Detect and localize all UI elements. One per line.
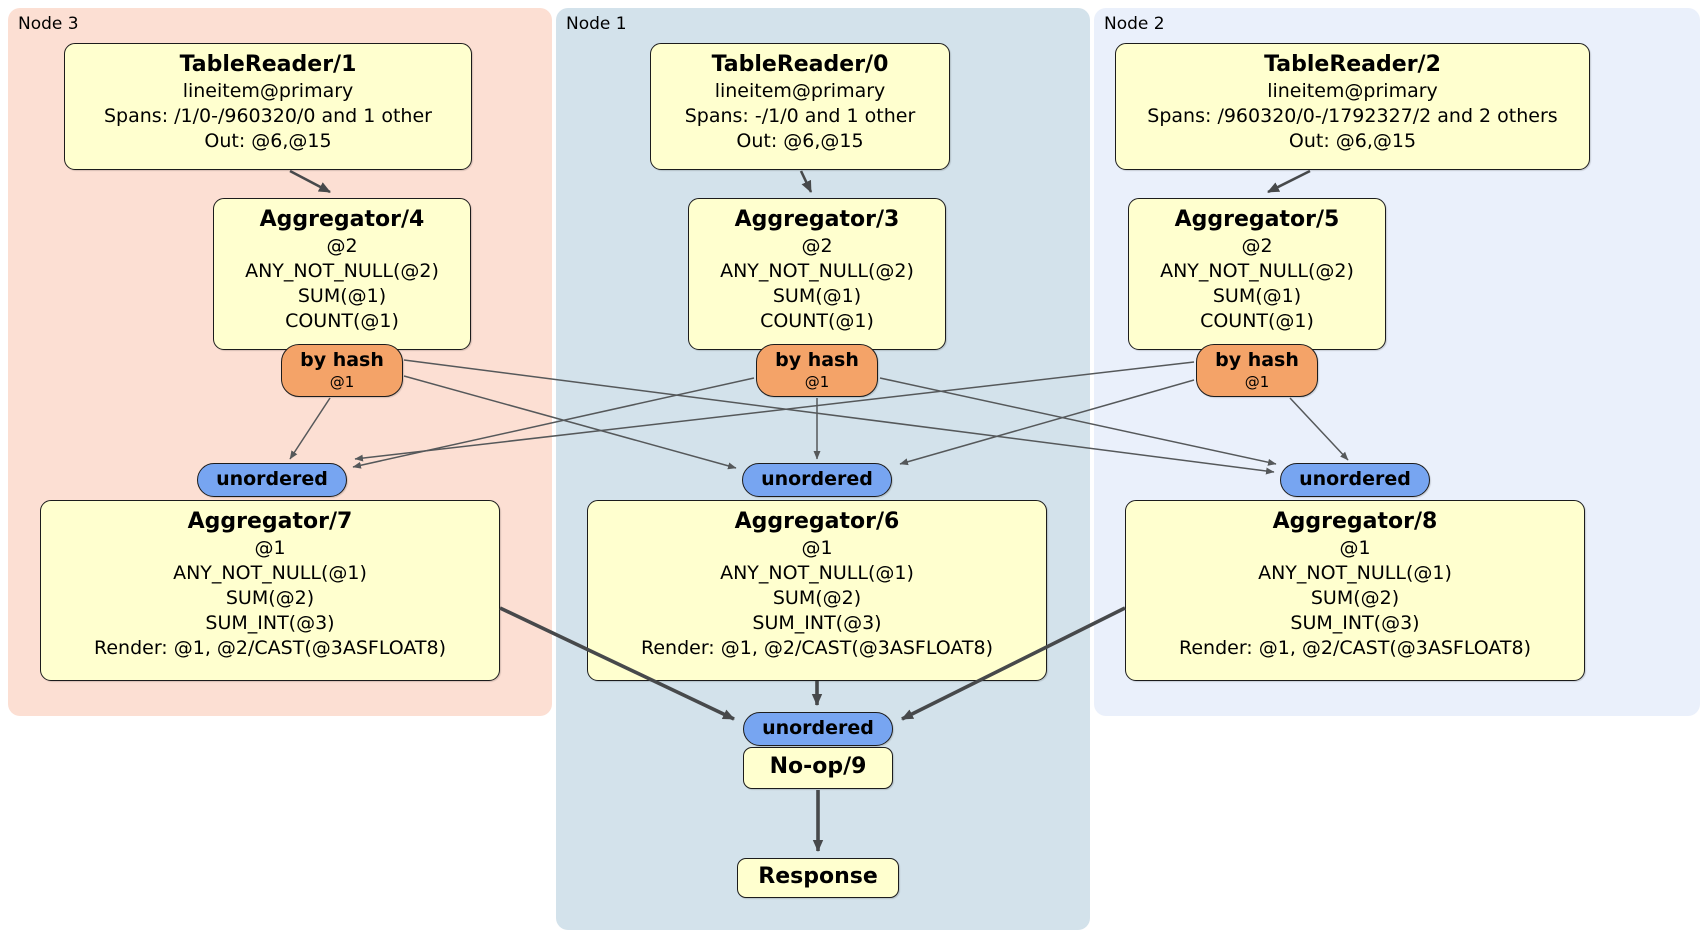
aggregator-6-fn3: SUM_INT(@3) [752,612,882,634]
aggregator-7-render: Render: @1, @2/CAST(@3ASFLOAT8) [94,637,446,659]
tablereader-0-box: TableReader/0 lineitem@primary Spans: -/… [650,43,950,170]
aggregator-8-fn3: SUM_INT(@3) [1290,612,1420,634]
tablereader-2-title: TableReader/2 [1264,52,1441,77]
aggregator-3-fn2: SUM(@1) [772,285,862,307]
aggregator-8-group: @1 [1339,537,1371,559]
aggregator-7-title: Aggregator/7 [187,509,353,534]
tablereader-0-spans: Spans: -/1/0 and 1 other [684,105,916,127]
aggregator-8-fn1: ANY_NOT_NULL(@1) [1258,562,1452,584]
aggregator-4-title: Aggregator/4 [259,207,425,232]
aggregator-6-title: Aggregator/6 [734,509,900,534]
sync-unordered-7: unordered [197,463,347,497]
node1-region-label: Node 1 [566,14,627,34]
aggregator-3-title: Aggregator/3 [734,207,900,232]
tablereader-2-spans: Spans: /960320/0-/1792327/2 and 2 others [1147,105,1558,127]
tablereader-1-title: TableReader/1 [179,52,357,77]
node3-region-label: Node 3 [18,14,79,34]
aggregator-5-box: Aggregator/5 @2 ANY_NOT_NULL(@2) SUM(@1)… [1128,198,1386,350]
tablereader-1-index: lineitem@primary [182,80,354,102]
aggregator-3-fn3: COUNT(@1) [760,310,874,332]
tablereader-1-box: TableReader/1 lineitem@primary Spans: /1… [64,43,472,170]
hash-router-3: by hash @1 [756,344,878,397]
aggregator-5-fn1: ANY_NOT_NULL(@2) [1160,260,1354,282]
response-box: Response [737,858,899,898]
hash-router-4: by hash @1 [281,344,403,397]
tablereader-1-out: Out: @6,@15 [204,130,332,152]
aggregator-6-fn1: ANY_NOT_NULL(@1) [720,562,914,584]
aggregator-6-render: Render: @1, @2/CAST(@3ASFLOAT8) [641,637,993,659]
aggregator-6-group: @1 [801,537,833,559]
tablereader-0-out: Out: @6,@15 [736,130,864,152]
aggregator-8-title: Aggregator/8 [1272,509,1438,534]
aggregator-3-group: @2 [801,235,833,257]
tablereader-1-spans: Spans: /1/0-/960320/0 and 1 other [104,105,432,127]
hash-router-4-key: @1 [329,373,355,391]
sync-unordered-9: unordered [743,712,893,746]
aggregator-4-fn1: ANY_NOT_NULL(@2) [245,260,439,282]
aggregator-5-fn2: SUM(@1) [1212,285,1302,307]
hash-router-3-key: @1 [804,373,830,391]
node2-region-label: Node 2 [1104,14,1165,34]
aggregator-3-fn1: ANY_NOT_NULL(@2) [720,260,914,282]
aggregator-7-fn3: SUM_INT(@3) [205,612,335,634]
aggregator-8-fn2: SUM(@2) [1310,587,1400,609]
tablereader-2-box: TableReader/2 lineitem@primary Spans: /9… [1115,43,1590,170]
aggregator-7-fn1: ANY_NOT_NULL(@1) [173,562,367,584]
tablereader-2-out: Out: @6,@15 [1288,130,1417,152]
hash-router-5: by hash @1 [1196,344,1318,397]
aggregator-8-box: Aggregator/8 @1 ANY_NOT_NULL(@1) SUM(@2)… [1125,500,1585,681]
hash-router-3-label: by hash [775,349,859,371]
hash-router-4-label: by hash [300,349,384,371]
aggregator-7-box: Aggregator/7 @1 ANY_NOT_NULL(@1) SUM(@2)… [40,500,500,681]
aggregator-4-group: @2 [326,235,358,257]
aggregator-5-group: @2 [1241,235,1273,257]
aggregator-3-box: Aggregator/3 @2 ANY_NOT_NULL(@2) SUM(@1)… [688,198,946,350]
aggregator-8-render: Render: @1, @2/CAST(@3ASFLOAT8) [1179,637,1531,659]
sync-unordered-6: unordered [742,463,892,497]
aggregator-4-fn2: SUM(@1) [297,285,387,307]
aggregator-7-group: @1 [254,537,286,559]
tablereader-2-index: lineitem@primary [1267,80,1438,102]
noop-box: No-op/9 [743,747,893,789]
hash-router-5-label: by hash [1215,349,1299,371]
sync-unordered-8: unordered [1280,463,1430,497]
tablereader-0-index: lineitem@primary [714,80,886,102]
aggregator-4-fn3: COUNT(@1) [285,310,399,332]
aggregator-7-fn2: SUM(@2) [225,587,315,609]
tablereader-0-title: TableReader/0 [711,52,889,77]
hash-router-5-key: @1 [1244,373,1270,391]
aggregator-5-title: Aggregator/5 [1174,207,1340,232]
aggregator-4-box: Aggregator/4 @2 ANY_NOT_NULL(@2) SUM(@1)… [213,198,471,350]
aggregator-6-box: Aggregator/6 @1 ANY_NOT_NULL(@1) SUM(@2)… [587,500,1047,681]
aggregator-5-fn3: COUNT(@1) [1200,310,1314,332]
aggregator-6-fn2: SUM(@2) [772,587,862,609]
